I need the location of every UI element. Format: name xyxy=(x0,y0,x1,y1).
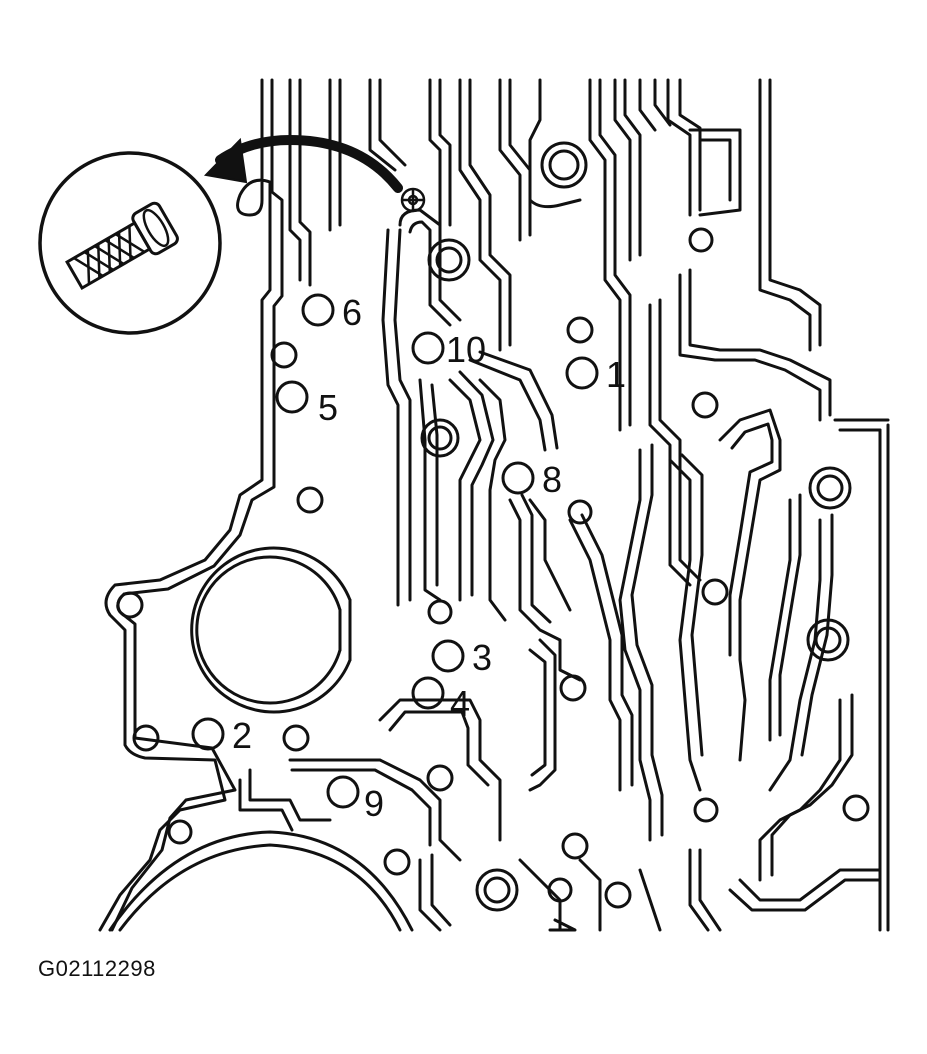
channel-lines xyxy=(288,78,832,587)
main-bore xyxy=(190,546,352,714)
middle-channels xyxy=(381,208,634,792)
bolt-label-4: 4 xyxy=(450,683,470,724)
bolt-icon xyxy=(38,151,222,335)
bolt-hole-4 xyxy=(411,676,445,710)
lower-bore xyxy=(108,830,414,932)
bolt-label-2: 2 xyxy=(232,715,252,756)
bolt-label-9: 9 xyxy=(364,783,384,824)
bolt-hole-8 xyxy=(501,461,535,495)
bolt-label-8: 8 xyxy=(542,459,562,500)
bolt-labels: 6 10 1 5 8 3 4 2 9 xyxy=(232,292,626,824)
plate-outline xyxy=(98,78,890,932)
bolt-hole-5 xyxy=(275,380,309,414)
bolt-label-10: 10 xyxy=(446,329,486,370)
numbered-bolt-holes xyxy=(191,293,599,809)
right-channels xyxy=(618,408,882,932)
bolt-label-5: 5 xyxy=(318,387,338,428)
bolt-label-1: 1 xyxy=(606,354,626,395)
figure-code: G02112298 xyxy=(38,956,156,981)
bolt-hole-2 xyxy=(191,717,225,751)
bolt-hole-10 xyxy=(411,331,445,365)
bolt-hole-9 xyxy=(326,775,360,809)
bolt-label-6: 6 xyxy=(342,292,362,333)
crosshair-locator-icon xyxy=(400,187,426,213)
curved-arrow-icon xyxy=(203,134,403,193)
bolt-hole-3 xyxy=(431,639,465,673)
bolt-label-3: 3 xyxy=(472,637,492,678)
lower-channels xyxy=(238,698,662,932)
bolt-hole-1 xyxy=(565,356,599,390)
bolt-hole-6 xyxy=(301,293,335,327)
orifice-holes xyxy=(116,141,870,912)
